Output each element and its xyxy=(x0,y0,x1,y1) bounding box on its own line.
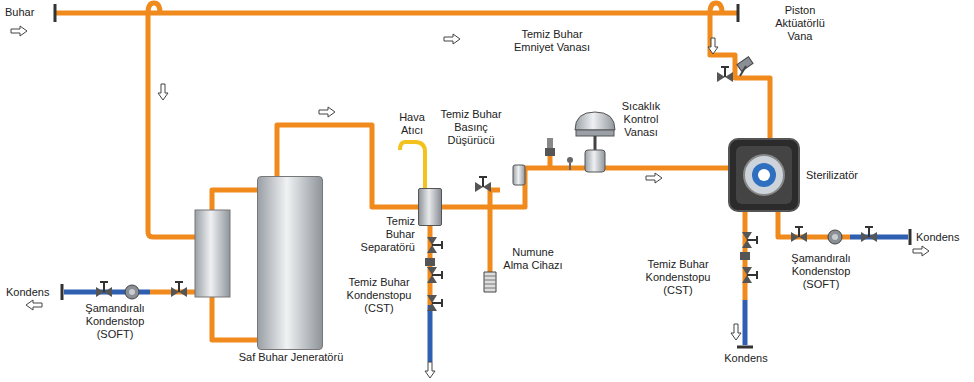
equipment-label: Kondens xyxy=(718,352,774,365)
steam-pipe xyxy=(442,168,728,207)
equipment-label: Şamandıralı Kondenstop (SOFT) xyxy=(776,252,866,291)
equipment-node: Sterilizatör xyxy=(728,138,800,212)
node-label: Saf Buhar Jeneratörü xyxy=(238,351,344,364)
equipment-label: Numune Alma Cihazı xyxy=(503,246,563,272)
equipment-label: Hava Atıcı xyxy=(393,111,431,137)
equipment-label: Kondens xyxy=(916,231,972,244)
equipment-label: Piston Aktüatörlü Vana xyxy=(765,4,835,43)
equipment-node: Saf Buhar Jeneratörü xyxy=(257,176,323,350)
equipment-node: Temiz Buhar Separatörü xyxy=(418,188,442,226)
node-label: Sterilizatör xyxy=(806,169,886,182)
equipment-label: Temiz Buhar Kondenstopu (CST) xyxy=(336,276,422,315)
node-label: Temiz Buhar Separatörü xyxy=(357,215,415,254)
equipment-label: Temiz Buhar Emniyet Vanası xyxy=(512,28,592,54)
equipment-label: Temiz Buhar Basınç Düşürücü xyxy=(435,108,507,147)
equipment-label: Şamandıralı Kondenstop (SOFT) xyxy=(72,302,158,341)
sterilizer-door xyxy=(730,140,798,210)
equipment-label: Buhar xyxy=(5,6,45,19)
equipment-label: Sıcaklık Kontrol Vanası xyxy=(612,100,670,139)
equipment-label: Temiz Buhar Kondenstopu (CST) xyxy=(630,258,726,297)
equipment-label: Kondens xyxy=(6,286,56,299)
